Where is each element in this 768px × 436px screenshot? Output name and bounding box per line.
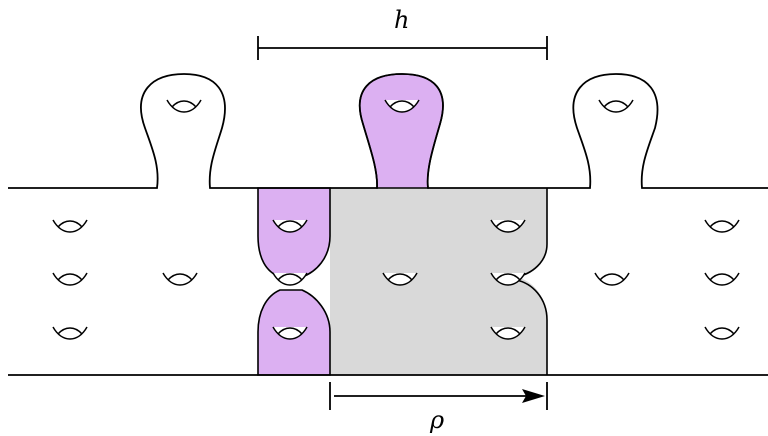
purple-handle xyxy=(358,73,444,189)
genus-handle-icon xyxy=(704,272,740,286)
genus-handle-icon xyxy=(598,99,634,113)
genus-handle-icon xyxy=(52,272,88,286)
rho-label: ρ xyxy=(430,406,445,434)
purple-column-upper xyxy=(257,187,331,278)
genus-handle-icon xyxy=(272,272,308,286)
genus-handle-icon xyxy=(490,326,526,340)
genus-handle-icon xyxy=(52,219,88,233)
genus-handle-icon xyxy=(52,326,88,340)
genus-handle-icon xyxy=(594,272,630,286)
genus-handle-icon xyxy=(272,326,308,340)
genus-handle-icon xyxy=(166,99,202,113)
genus-handle-icon xyxy=(490,272,526,286)
genus-handle-icon xyxy=(704,326,740,340)
genus-handle-icon xyxy=(382,272,418,286)
genus-handle-icon xyxy=(162,272,198,286)
genus-handle-icon xyxy=(272,219,308,233)
h-measure xyxy=(257,36,548,60)
genus-symbols xyxy=(52,99,740,340)
rho-measure xyxy=(329,382,548,410)
genus-handle-icon xyxy=(704,219,740,233)
genus-handle-icon xyxy=(490,219,526,233)
genus-handle-icon xyxy=(384,99,420,113)
h-label: h xyxy=(394,6,410,34)
top-boundary xyxy=(8,73,768,189)
